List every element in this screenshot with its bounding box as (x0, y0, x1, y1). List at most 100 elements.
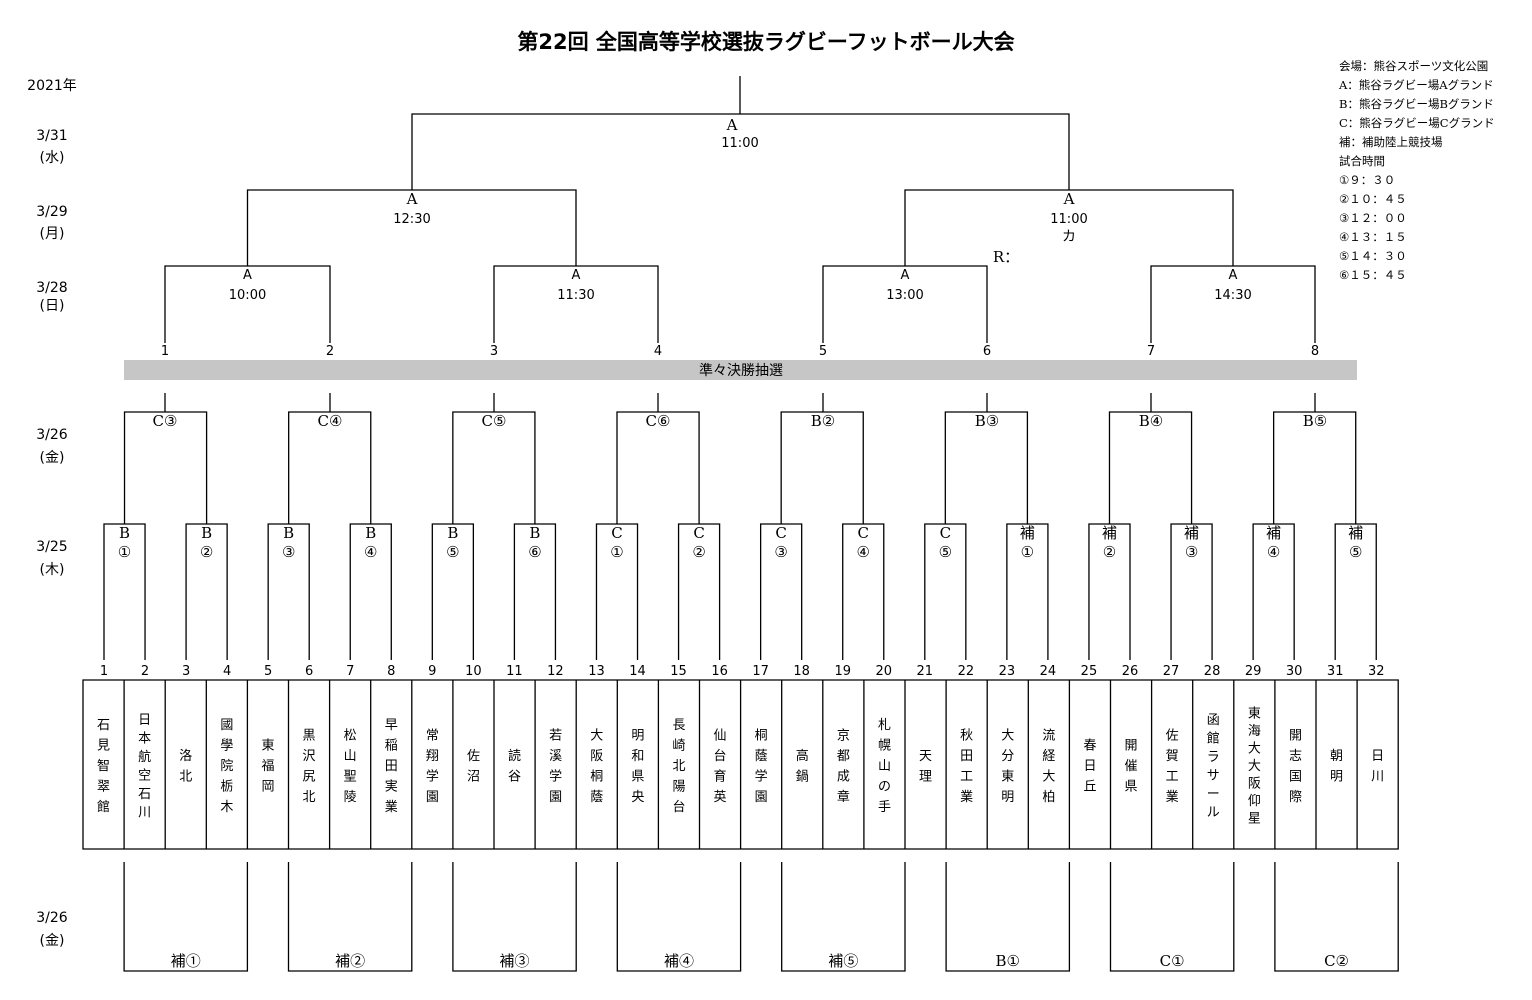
team-name-char: ー (1207, 787, 1220, 802)
team-name: 函館ラサール (1207, 713, 1220, 821)
r1-slot: ⑤ (939, 543, 952, 561)
r1-bracket (267, 523, 310, 660)
team-name: 若溪学園 (549, 727, 562, 805)
consolation-match-label: C① (1160, 952, 1185, 970)
r1-slot: ② (692, 543, 705, 561)
r1-bracket (924, 523, 967, 660)
team-name-char: 稲 (385, 739, 398, 754)
team-name-char: 県 (631, 769, 644, 784)
consolation-match-label: 補③ (500, 952, 530, 970)
r16-bracket (123, 411, 208, 524)
team-name-char: 業 (385, 799, 398, 815)
r1-bracket (1088, 523, 1131, 660)
quarter-venue: A (1229, 268, 1238, 283)
team-name: 大阪桐蔭 (590, 728, 603, 805)
team-name-char: 阪 (1248, 777, 1261, 792)
team-name: 春日丘 (1083, 739, 1096, 795)
team-name-char: 北 (179, 769, 192, 784)
team-name-char: 日 (1083, 759, 1096, 774)
consolation-bracket (452, 862, 577, 972)
quarter-venue: A (901, 268, 910, 283)
team-name-char: 明 (1330, 769, 1343, 784)
team-number: 24 (1040, 664, 1057, 679)
r1-slot: ① (1021, 543, 1034, 561)
semi-bracket (246, 189, 577, 266)
team-name-char: 園 (549, 790, 562, 805)
legend-line: ③１２：００ (1339, 211, 1407, 225)
r16-match-label: B② (811, 412, 835, 430)
legend-line: ⑥１５：４５ (1339, 268, 1407, 282)
r1-bracket (595, 523, 639, 660)
team-name-char: 札 (878, 718, 891, 733)
team-name-char: 日 (138, 713, 151, 728)
quarter-bracket (493, 265, 659, 343)
team-number: 22 (958, 664, 975, 679)
legend-line: B：熊谷ラグビー場Bグランド (1339, 97, 1494, 111)
team-name: 石見智翠館 (97, 718, 110, 815)
team-name-char: 石 (138, 787, 151, 802)
team-name-char: 田 (385, 759, 398, 774)
team-name-char: 桐 (755, 728, 768, 743)
team-name: 読谷 (508, 748, 521, 785)
team-name-char: 催 (1125, 759, 1138, 774)
team-name-char: 松 (344, 728, 357, 743)
team-name-char: 園 (755, 790, 768, 805)
team-name-char: 大 (1248, 742, 1261, 757)
team-name-char: 見 (97, 739, 110, 754)
r1-slot: ④ (857, 543, 870, 561)
consolation-bracket (616, 862, 742, 972)
team-name-char: 聖 (344, 769, 357, 784)
date-label: 3/31 (36, 128, 67, 144)
team-name-char: 日 (1371, 749, 1384, 764)
team-name-char: ラ (1207, 750, 1220, 765)
date-label: 3/25 (36, 539, 67, 555)
team-name-char: 分 (1001, 749, 1014, 764)
consolation-match-label: 補① (171, 952, 201, 970)
team-number: 31 (1327, 664, 1344, 679)
r1-bracket (431, 523, 475, 660)
team-name-char: 業 (1166, 789, 1179, 805)
legend-line: 補：補助陸上競技場 (1339, 135, 1443, 149)
r16-match-label: C③ (153, 412, 178, 430)
team-name-char: 和 (631, 749, 644, 764)
team-name: 仙台育英 (714, 728, 727, 805)
weekday-label: (金) (40, 450, 65, 466)
team-name-char: 山 (344, 749, 357, 764)
team-number: 30 (1286, 664, 1303, 679)
legend-line: ①９：３０ (1339, 173, 1396, 187)
team-name-char: 育 (714, 768, 727, 784)
team-name: 洛北 (179, 749, 192, 785)
team-number: 6 (305, 664, 313, 679)
r1-venue: B (447, 524, 458, 542)
team-name-char: 空 (138, 768, 151, 783)
quarter-venue: A (243, 268, 252, 283)
r1-venue: C (611, 524, 622, 542)
quarter-time: 11:30 (557, 288, 594, 303)
consolation-bracket (1274, 862, 1399, 972)
team-number: 32 (1368, 664, 1385, 679)
team-number: 15 (670, 664, 687, 679)
consolation-match-label: 補② (335, 952, 365, 970)
team-name: 佐賀工業 (1166, 728, 1179, 805)
team-name-char: 沢 (303, 749, 316, 764)
date-label: 3/26 (36, 427, 68, 443)
team-name-char: 学 (549, 768, 562, 784)
consolation-match-label: 補⑤ (828, 952, 858, 970)
r16-bracket (944, 411, 1029, 524)
legend-line: 会場：熊谷スポーツ文化公園 (1339, 59, 1489, 73)
consolation-bracket (781, 862, 906, 972)
team-number: 19 (834, 664, 851, 679)
team-name-char: 蔭 (590, 790, 603, 805)
team-name-char: サ (1207, 768, 1220, 783)
quarter-time: 10:00 (229, 288, 266, 303)
date-label: 3/26 (36, 910, 68, 926)
legend-line: 試合時間 (1339, 154, 1385, 168)
draw-slot-number: 8 (1311, 344, 1319, 359)
team-name-char: 山 (878, 759, 891, 774)
semi-venue: A (406, 190, 418, 208)
team-name-char: 経 (1042, 749, 1055, 764)
team-name-char: 仰 (1248, 794, 1261, 809)
team-name-char: 学 (426, 768, 439, 784)
team-name-char: 開 (1289, 728, 1302, 743)
team-name-char: 央 (631, 790, 644, 805)
